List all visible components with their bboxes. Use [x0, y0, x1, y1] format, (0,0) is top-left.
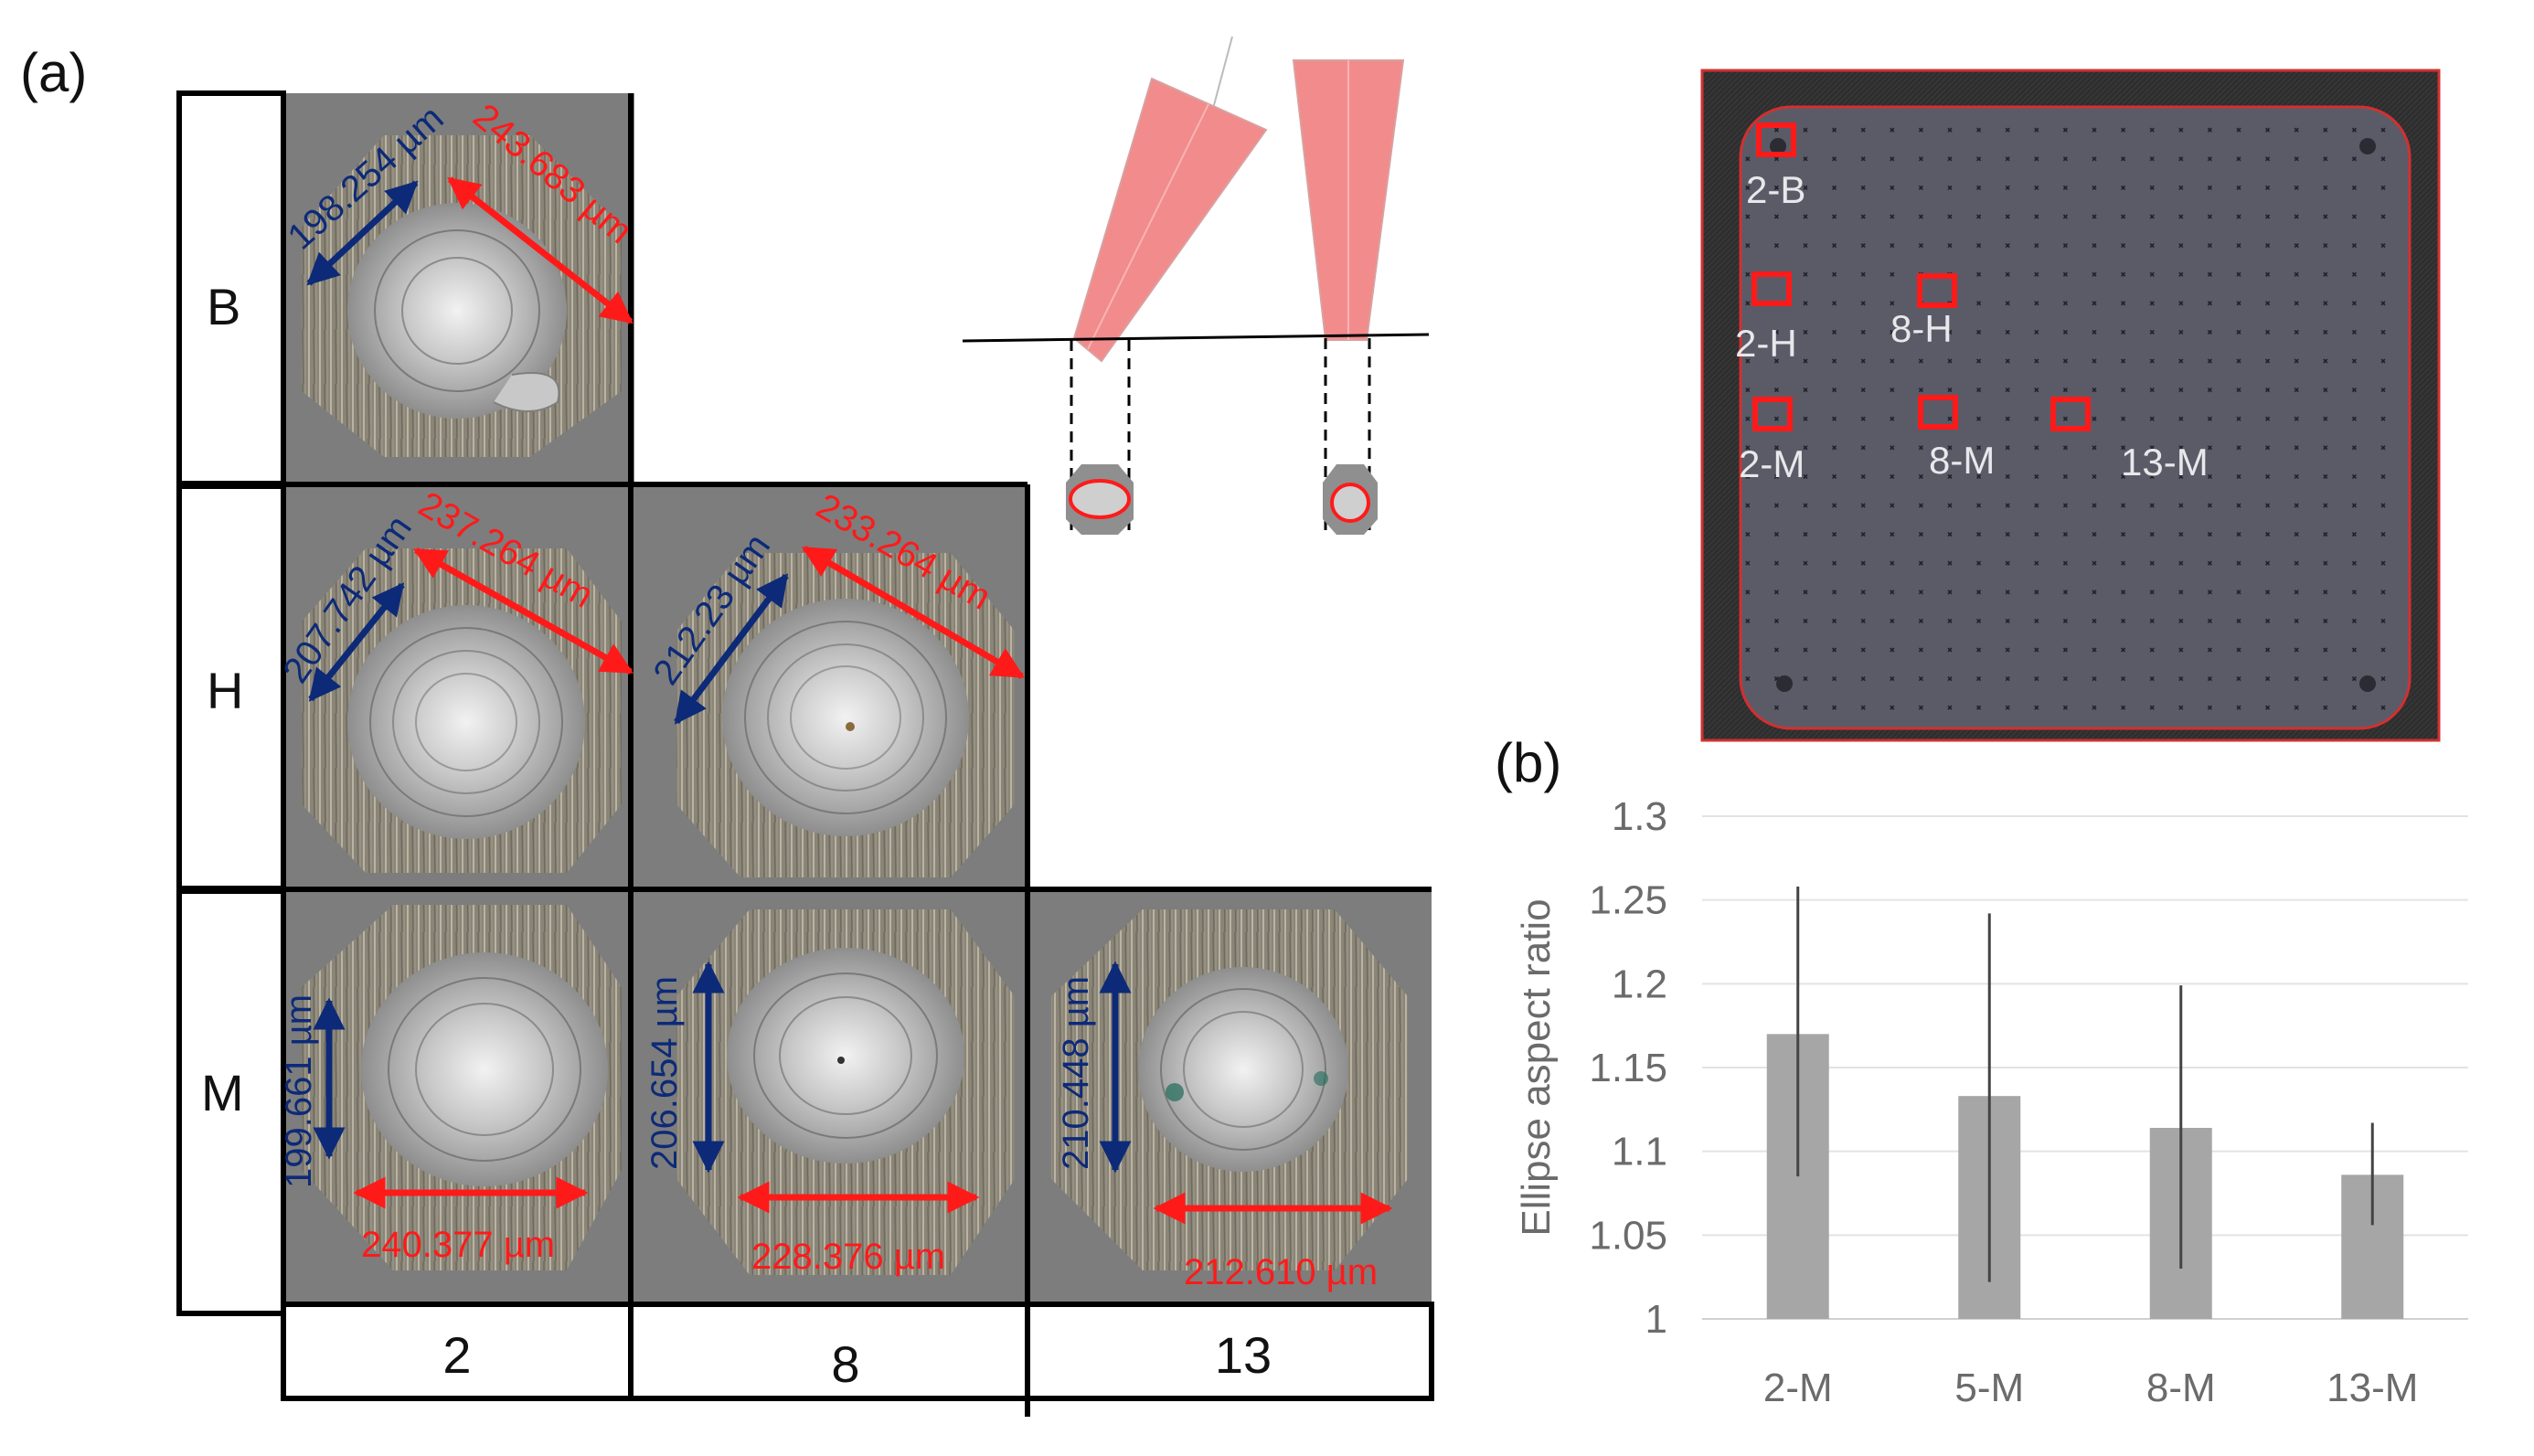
- dim-label-M2-blue: 199.661 µm: [279, 994, 319, 1188]
- plate-label-13M: 13-M: [2121, 441, 2209, 484]
- plate-label-2M: 2-M: [1739, 442, 1805, 485]
- row-label-H: H: [207, 662, 243, 719]
- build-plate: 2-B 2-H 8-H 2-M 8-M 13-M: [1700, 69, 2441, 742]
- specimens: [302, 135, 1408, 1275]
- y-axis-title: Ellipse aspect ratio: [1514, 898, 1559, 1236]
- laser-schematic: [962, 36, 1430, 535]
- x-tick-label: 13-M: [2326, 1366, 2418, 1410]
- dim-label-M13-blue: 210.448 µm: [1056, 976, 1096, 1170]
- plate-marker-2H: [1751, 271, 1792, 306]
- y-tick-label: 1.25: [1589, 878, 1667, 923]
- plate-marker-13M: [2050, 397, 2091, 431]
- row-label-B: B: [207, 278, 240, 335]
- panel-label-b: (b): [1495, 732, 1561, 793]
- dim-label-M2-red: 240.377 µm: [361, 1225, 555, 1265]
- x-tick-label: 2-M: [1763, 1366, 1833, 1410]
- y-tick-label: 1.2: [1612, 962, 1667, 1006]
- dim-label-M8-blue: 206.654 µm: [644, 976, 685, 1170]
- plate-label-2B: 2-B: [1746, 168, 1805, 211]
- arrow-B2-red: [447, 176, 634, 324]
- row-label-boxes: [176, 90, 286, 1316]
- plate-marker-8H: [1917, 273, 1957, 308]
- y-tick-label: 1.05: [1589, 1213, 1667, 1258]
- plate-label-8H: 8-H: [1890, 307, 1953, 350]
- col-label-8: 8: [831, 1335, 859, 1393]
- plate-marker-2M: [1752, 397, 1793, 431]
- x-tick-label: 8-M: [2146, 1366, 2216, 1410]
- arrow-H8-blue: [674, 573, 789, 725]
- arrow-H2-blue: [308, 582, 405, 702]
- tilted-beam: [1072, 77, 1268, 363]
- row-label-M: M: [201, 1064, 244, 1121]
- col-box-13: [1025, 1302, 1434, 1401]
- dim-label-M13-red: 212.610 µm: [1184, 1252, 1378, 1292]
- y-tick-label: 1.15: [1589, 1046, 1667, 1090]
- dimension-arrows: [306, 176, 1393, 1225]
- arrow-H2-red: [412, 547, 634, 675]
- specimen-M2: [302, 905, 622, 1270]
- column-label-boxes: [281, 1302, 1434, 1401]
- substrate-line: [962, 333, 1430, 343]
- dim-label-M8-red: 228.376 µm: [751, 1237, 945, 1277]
- specimen-M8: [676, 909, 1015, 1275]
- specimen-M13: [1051, 909, 1408, 1270]
- x-tick-label: 5-M: [1954, 1366, 2024, 1410]
- plate-marker-8M: [1918, 395, 1958, 430]
- plate-label-2H: 2-H: [1735, 322, 1797, 365]
- plate-surface: [1739, 105, 2412, 730]
- plate-marker-2B: [1756, 122, 1796, 157]
- y-tick-label: 1.3: [1612, 794, 1667, 839]
- arrow-B2-blue: [306, 180, 419, 286]
- arrow-H8-red: [801, 545, 1026, 680]
- plate-label-8M: 8-M: [1929, 439, 1995, 482]
- panel-label-a: (a): [20, 42, 87, 103]
- col-label-13: 13: [1215, 1326, 1272, 1384]
- col-box-8: [628, 1302, 1030, 1401]
- col-label-2: 2: [442, 1326, 471, 1384]
- row-box-M: [176, 888, 286, 1316]
- y-tick-label: 1: [1645, 1297, 1667, 1342]
- y-tick-label: 1.1: [1612, 1130, 1667, 1174]
